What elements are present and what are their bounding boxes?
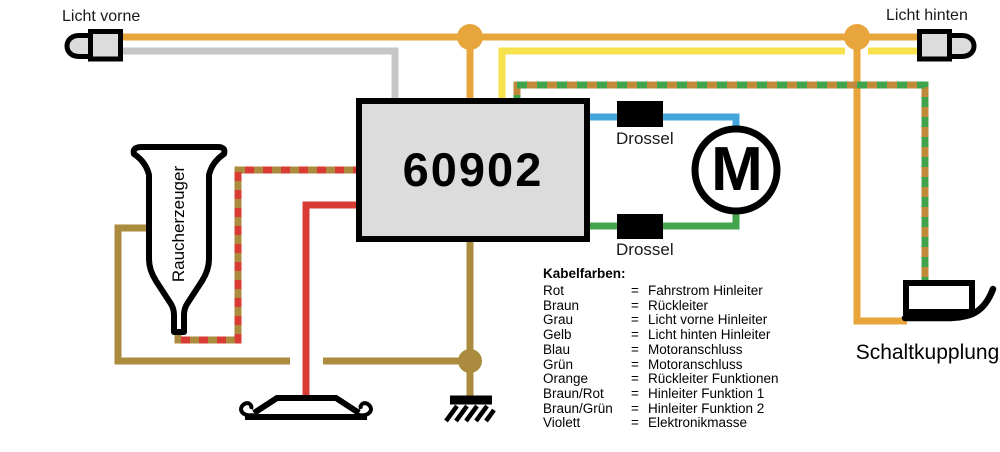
pickup-shoe-top <box>252 395 361 416</box>
legend-color-name: Grün <box>543 356 574 372</box>
legend-color-name: Gelb <box>543 327 572 343</box>
legend-row: Grau = Licht vorne Hinleiter <box>543 313 779 328</box>
pickup-shoe-curl-right <box>357 401 373 418</box>
legend-row: Violett = Elektronikmasse <box>543 416 779 431</box>
legend-equals-sign: = <box>631 356 639 372</box>
ground-hatches <box>444 404 496 423</box>
wire-gray-licht-vorne <box>118 47 399 100</box>
legend-description: Licht hinten Hinleiter <box>648 327 771 343</box>
label-drossel-bottom: Drossel <box>616 240 674 259</box>
legend-color-name: Violett <box>543 415 581 431</box>
legend-equals-sign: = <box>631 385 639 401</box>
junction-dot-orange-left <box>457 24 483 50</box>
legend-description: Licht vorne Hinleiter <box>648 312 768 328</box>
front-lamp-bulb-icon <box>64 33 96 59</box>
legend-description: Motoranschluss <box>648 341 743 357</box>
legend-description: Hinleiter Funktion 2 <box>648 400 765 416</box>
legend-color-name: Braun/Grün <box>543 400 613 416</box>
front-lamp-socket-icon <box>88 29 123 62</box>
legend: Kabelfarben: Rot = Fahrstrom Hinleiter B… <box>543 266 779 431</box>
wire-gelb-licht-hinten <box>498 47 922 100</box>
legend-equals-sign: = <box>631 312 639 328</box>
ground-icon <box>444 395 496 423</box>
rear-lamp-bulb-icon <box>945 33 977 59</box>
legend-row: Braun = Rückleiter <box>543 297 779 314</box>
legend-color-name: Blau <box>543 341 571 357</box>
legend-color-name: Orange <box>543 371 589 387</box>
motor-icon <box>691 125 781 215</box>
pickup-shoe-curl-left <box>239 401 255 418</box>
motor-letter: M <box>711 135 763 204</box>
junction-dot-orange-right <box>844 24 870 50</box>
legend-description: Elektronikmasse <box>648 415 748 431</box>
wire-rot-fahrstrom <box>302 201 358 398</box>
rear-lamp-socket-icon <box>917 29 952 62</box>
legend-equals-sign: = <box>631 415 639 431</box>
legend-row: Grün = Motoranschluss <box>543 356 779 373</box>
legend-equals-sign: = <box>631 371 639 387</box>
coupler-body <box>903 280 975 315</box>
label-drossel-top: Drossel <box>616 129 674 148</box>
junction-dot-braun <box>458 349 482 373</box>
choke-bottom-icon <box>617 214 663 239</box>
legend-title: Kabelfarben: <box>543 266 626 281</box>
legend-equals-sign: = <box>631 283 639 298</box>
legend-row: Braun/Rot = Hinleiter Funktion 1 <box>543 385 779 402</box>
legend-color-name: Grau <box>543 312 574 328</box>
label-licht-vorne: Licht vorne <box>62 8 141 25</box>
legend-description: Rückleiter Funktionen <box>648 371 779 387</box>
coupler-icon <box>901 280 997 322</box>
wire-orange-drop-coupler <box>853 37 907 325</box>
legend-equals-sign: = <box>631 297 639 313</box>
wire-braun-gruen-dashes <box>513 81 929 286</box>
legend-description: Hinleiter Funktion 1 <box>648 385 765 401</box>
legend-color-name: Rot <box>543 283 565 298</box>
wire-braun-rot-dashes <box>174 166 358 344</box>
legend-equals-sign: = <box>631 327 639 343</box>
legend-row: Braun/Grün = Hinleiter Funktion 2 <box>543 400 779 417</box>
smoke-generator-icon <box>130 144 228 335</box>
legend-row: Rot = Fahrstrom Hinleiter <box>543 283 779 299</box>
decoder-number: 60902 <box>402 143 544 196</box>
legend-description: Rückleiter <box>648 297 709 313</box>
wire-braun-left <box>114 224 290 365</box>
label-licht-hinten: Licht hinten <box>886 7 968 24</box>
legend-description: Fahrstrom Hinleiter <box>648 283 763 298</box>
label-raucherzeuger: Raucherzeuger <box>169 165 188 283</box>
legend-equals-sign: = <box>631 400 639 416</box>
legend-color-name: Braun <box>543 297 580 313</box>
legend-equals-sign: = <box>631 341 639 357</box>
legend-row: Blau = Motoranschluss <box>543 341 779 358</box>
legend-color-name: Braun/Rot <box>543 385 604 401</box>
label-schaltkupplung: Schaltkupplung <box>855 341 1000 364</box>
pickup-shoe-icon <box>239 395 373 420</box>
legend-description: Motoranschluss <box>648 356 743 372</box>
legend-row: Orange = Rückleiter Funktionen <box>543 372 779 387</box>
choke-top-icon <box>617 101 663 127</box>
decoder-box <box>356 98 590 242</box>
legend-row: Gelb = Licht hinten Hinleiter <box>543 327 779 343</box>
